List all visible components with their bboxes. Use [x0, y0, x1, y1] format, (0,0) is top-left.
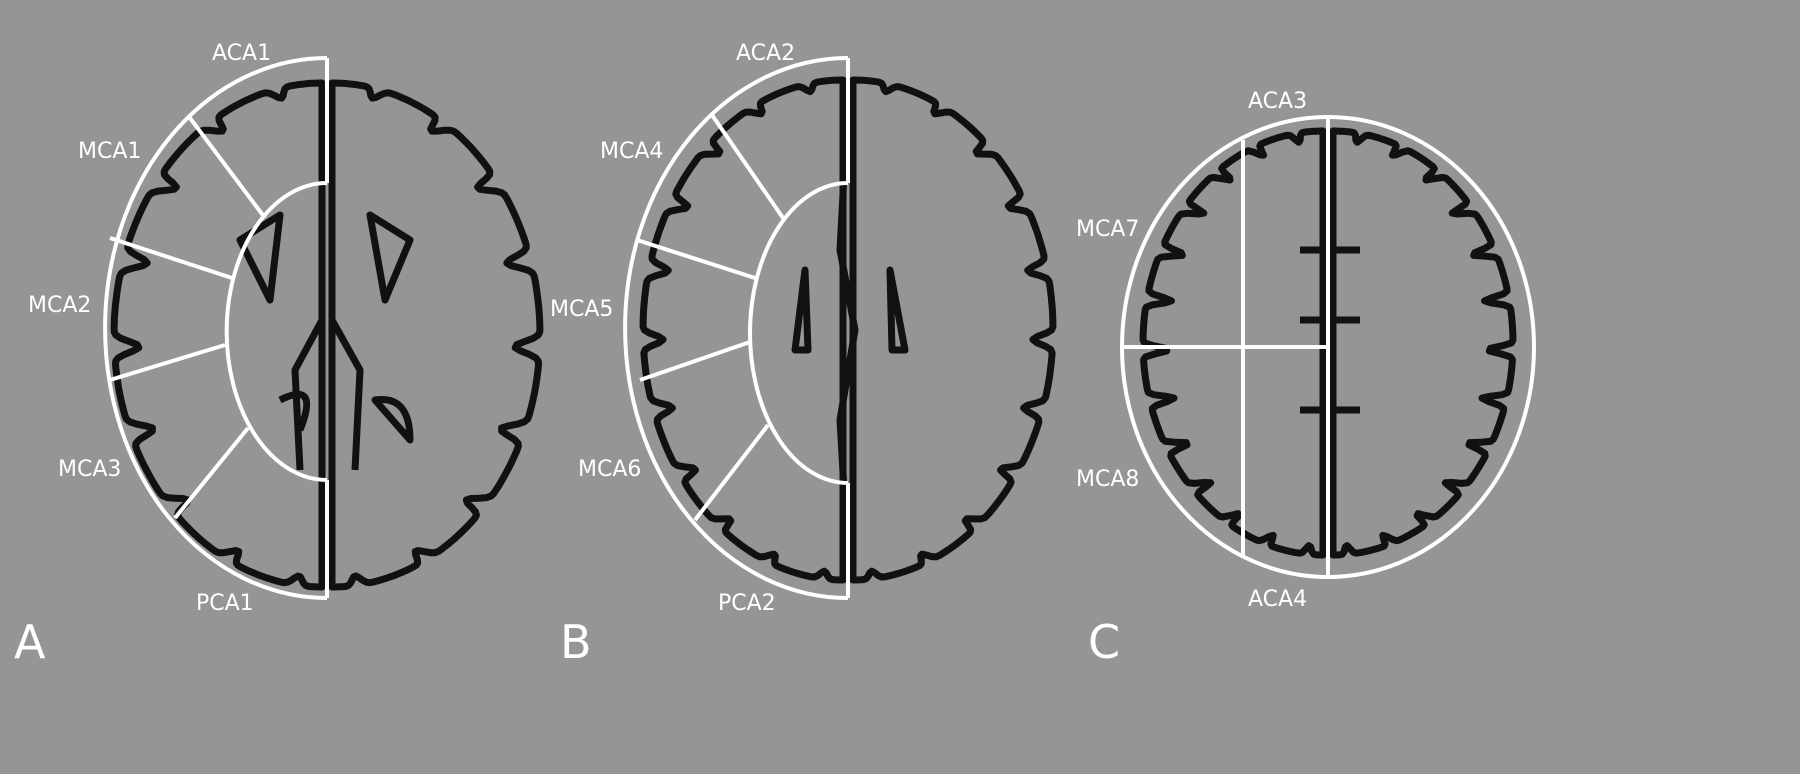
- label-pca2: PCA2: [718, 591, 776, 616]
- left-hemisphere-outline: [1139, 127, 1327, 559]
- basal-ganglia-outline: [236, 211, 414, 304]
- label-mca3: MCA3: [58, 457, 121, 482]
- brain-outline-a: [110, 79, 544, 591]
- label-mca7: MCA7: [1076, 217, 1139, 242]
- label-mca6: MCA6: [578, 457, 641, 482]
- brain-outline-b: [639, 76, 1057, 584]
- label-aca3: ACA3: [1248, 89, 1307, 114]
- panel-letter-c: C: [1088, 615, 1120, 669]
- thalamus-outline: [278, 390, 414, 444]
- label-mca1: MCA1: [78, 139, 141, 164]
- right-hemisphere-outline: [1329, 127, 1517, 559]
- label-aca2: ACA2: [736, 41, 795, 66]
- left-hemisphere-outline: [110, 79, 326, 591]
- label-mca8: MCA8: [1076, 467, 1139, 492]
- left-hemisphere-outline: [639, 76, 847, 584]
- midline: [836, 99, 859, 561]
- right-hemisphere-outline: [849, 76, 1057, 584]
- label-mca5: MCA5: [550, 297, 613, 322]
- label-aca1: ACA1: [212, 41, 271, 66]
- panel-a: ACA1 MCA1 MCA2 MCA3 PCA1 A: [14, 41, 544, 669]
- ventricle-outline: [791, 266, 909, 354]
- territory-lines-a: [103, 56, 329, 600]
- territory-lines-b: [623, 56, 850, 600]
- panel-b: ACA2 MCA4 MCA5 MCA6 PCA2 B: [550, 41, 1057, 669]
- label-mca4: MCA4: [600, 139, 663, 164]
- panel-letter-b: B: [560, 615, 592, 669]
- ventricle-lines: [291, 150, 364, 471]
- label-pca1: PCA1: [196, 591, 254, 616]
- right-hemisphere-outline: [328, 79, 544, 591]
- territory-lines-c: [1120, 115, 1536, 579]
- label-aca4: ACA4: [1248, 587, 1307, 612]
- panel-c: ACA3 MCA7 MCA8 ACA4 C: [1076, 89, 1536, 669]
- panel-letter-a: A: [14, 615, 46, 669]
- label-mca2: MCA2: [28, 293, 91, 318]
